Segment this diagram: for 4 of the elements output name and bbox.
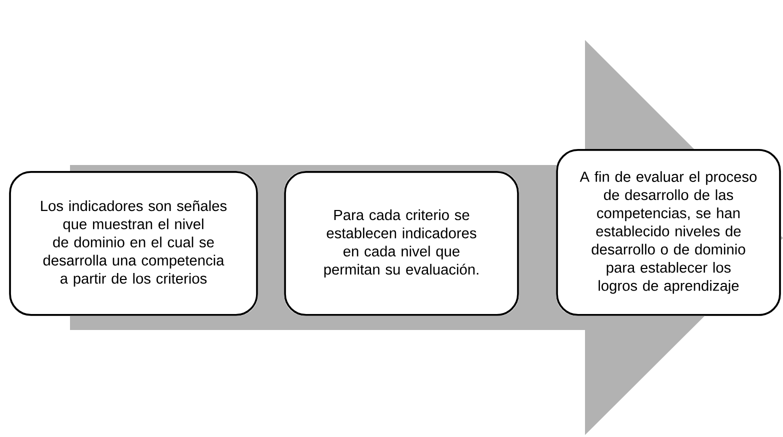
block-arrow <box>70 40 783 435</box>
text-box: Los indicadores son señales que muestran el nivel de dominio en el cual se desarrolla una competencia a partir de los criterios <box>9 171 258 316</box>
text-box: A fin de evaluar el proceso de desarrollo de las competencias, se han establecido niveles de desarrollo o de dominio para establecer los logros de aprendizaje <box>556 149 781 316</box>
text-box: Para cada criterio se establecen indicadores en cada nivel que permitan su evaluación. <box>284 171 519 316</box>
